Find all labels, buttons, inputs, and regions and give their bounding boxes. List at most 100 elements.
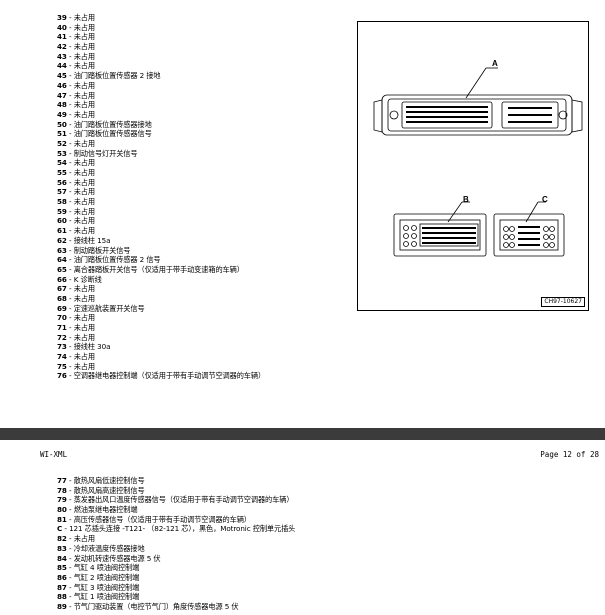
pin-row: 86 - 气缸 2 喷油阀控制端 [57, 573, 295, 583]
pin-description: 未占用 [73, 216, 95, 226]
pin-description: 未占用 [73, 284, 95, 294]
pin-number: 77 [57, 476, 67, 485]
pin-row: 58 - 未占用 [57, 197, 265, 207]
pin-description: 制动信号灯开关信号 [73, 148, 138, 158]
pin-row: 78 - 散热风扇高速控制信号 [57, 486, 295, 496]
pin-description: 散热风扇低速控制信号 [73, 476, 145, 485]
pin-description: 未占用 [73, 168, 95, 177]
pin-row: 45 - 油门踏板位置传感器 2 接地 [57, 71, 265, 81]
pin-description: K 诊断线 [73, 274, 102, 284]
pin-row: 67 - 未占用 [57, 284, 265, 294]
pin-description: 未占用 [73, 352, 95, 362]
pin-number: 81 [57, 514, 67, 524]
pin-description: 未占用 [73, 90, 95, 100]
pin-number: 72 [57, 332, 67, 342]
pin-description: 未占用 [73, 158, 95, 168]
pin-row: 43 - 未占用 [57, 52, 265, 62]
pin-description: 未占用 [73, 187, 95, 197]
pin-separator: - [66, 129, 74, 139]
pin-separator: - [66, 90, 74, 100]
pin-separator: - [66, 197, 74, 207]
pin-number: 48 [57, 100, 67, 110]
pin-row: 46 - 未占用 [57, 81, 265, 91]
pin-description: 未占用 [73, 361, 95, 371]
connector-b-drawing [393, 201, 487, 257]
pin-number: 56 [57, 177, 67, 187]
pin-description: 未占用 [73, 332, 95, 342]
pin-description: 离合器踏板开关信号（仅适用于带手动变速箱的车辆） [73, 264, 244, 274]
pin-row: 76 - 空调器继电器控制端（仅适用于带有手动调节空调器的车辆） [57, 371, 265, 381]
pin-separator: - [66, 42, 74, 52]
pin-description: 未占用 [73, 138, 95, 148]
pin-description: 气缸 3 喷油阀控制端 [73, 582, 140, 592]
pin-row: 62 - 接线柱 15a [57, 236, 265, 246]
pin-number: 86 [57, 572, 67, 582]
pin-number: 49 [57, 109, 67, 119]
pin-number: 78 [57, 485, 67, 495]
pin-row: 39 - 未占用 [57, 13, 265, 23]
pin-separator: - [66, 158, 74, 168]
pin-description: 油门踏板位置传感器接地 [73, 119, 152, 129]
pin-number: 88 [57, 592, 67, 602]
pin-separator: - [66, 71, 74, 81]
pin-description: 气缸 4 喷油阀控制端 [73, 563, 140, 573]
pin-description: 未占用 [73, 42, 95, 52]
pin-row: 72 - 未占用 [57, 333, 265, 343]
pin-separator: - [66, 206, 74, 216]
pin-row: 88 - 气缸 1 喷油阀控制端 [57, 592, 295, 602]
pin-description: 未占用 [73, 534, 95, 544]
pin-number: 39 [57, 13, 67, 22]
pin-separator: - [66, 601, 74, 611]
pin-separator: - [66, 80, 74, 90]
pin-number: 47 [57, 90, 67, 100]
pin-number: 52 [57, 138, 67, 148]
pin-number: 54 [57, 158, 67, 168]
pin-number: 53 [57, 148, 67, 158]
pin-description: 油门踏板位置传感器 2 接地 [73, 71, 161, 81]
pin-number: 51 [57, 129, 67, 139]
pin-number: 57 [57, 187, 67, 197]
pin-separator: - [66, 138, 74, 148]
pin-number: 45 [57, 71, 67, 81]
pin-description: 未占用 [73, 206, 95, 216]
pin-separator: - [66, 51, 74, 61]
pin-number: 69 [57, 303, 67, 313]
pin-separator: - [66, 264, 74, 274]
pin-number: 55 [57, 168, 67, 177]
pin-separator: - [66, 284, 74, 294]
pin-row: 57 - 未占用 [57, 187, 265, 197]
pin-separator: - [66, 563, 74, 573]
figure-code: CH97-10627 [541, 297, 585, 307]
pin-number: 87 [57, 582, 67, 592]
connector-a-drawing [373, 67, 583, 136]
pin-row: 75 - 未占用 [57, 362, 265, 372]
pin-description: 高压传感器信号（仅适用于带有手动调节空调器的车辆） [73, 514, 251, 524]
pin-number: 67 [57, 284, 67, 294]
pin-separator: - [62, 524, 70, 534]
pin-separator: - [66, 361, 74, 371]
pin-description: 制动踏板开关信号 [73, 245, 131, 255]
pin-row: 73 - 接线柱 30a [57, 342, 265, 352]
pin-description: 冷却液温度传感器接地 [73, 543, 145, 553]
pin-number: 50 [57, 119, 67, 129]
pin-description: 气缸 2 喷油阀控制端 [73, 572, 140, 582]
pin-row: 64 - 油门踏板位置传感器 2 信号 [57, 255, 265, 265]
pin-separator: - [66, 352, 74, 362]
pin-separator: - [66, 119, 74, 129]
pin-description: 121 芯插头连接 -T121- （82-121 芯），黑色，Motronic … [69, 524, 296, 534]
pin-separator: - [66, 177, 74, 187]
pin-row: 89 - 节气门驱动装置（电控节气门）角度传感器电源 5 伏 [57, 602, 295, 612]
pin-row: 63 - 制动踏板开关信号 [57, 246, 265, 256]
pin-separator: - [66, 100, 74, 110]
pin-number: 80 [57, 505, 67, 515]
connector-figure: A B [357, 21, 589, 311]
pin-description: 未占用 [73, 80, 95, 90]
pin-separator: - [66, 371, 74, 381]
pin-description: 油门踏板位置传感器 2 信号 [73, 255, 161, 265]
pin-separator: - [66, 495, 74, 505]
pin-description: 未占用 [73, 61, 95, 71]
pin-row: 79 - 蒸发器出风口温度传感器信号（仅适用于带有手动调节空调器的车辆） [57, 495, 295, 505]
pin-separator: - [66, 534, 74, 544]
